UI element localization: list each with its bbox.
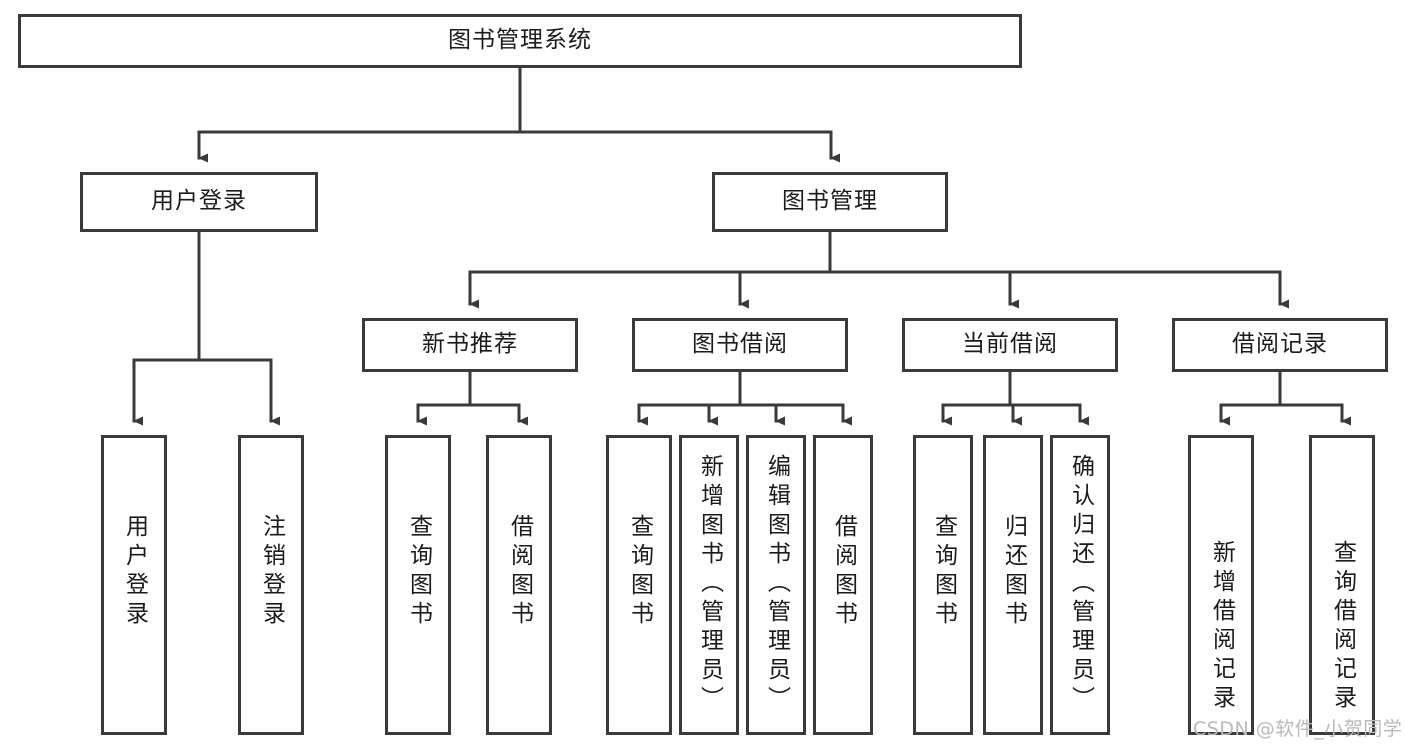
node-book-mgmt-label: 图书管理 bbox=[782, 188, 878, 215]
csdn-watermark: CSDN @软件_小贺同学 bbox=[1193, 718, 1403, 740]
leaf-add-book-label: 新增图书（管理员） bbox=[696, 454, 723, 715]
node-root-label: 图书管理系统 bbox=[448, 27, 592, 54]
leaf-add-record-label: 新增借阅记录 bbox=[1208, 540, 1235, 714]
leaf-logout[interactable]: 注销登录 bbox=[238, 435, 304, 735]
node-borrow-record[interactable]: 借阅记录 bbox=[1172, 318, 1388, 372]
leaf-add-record[interactable]: 新增借阅记录 bbox=[1188, 435, 1254, 735]
leaf-user-login[interactable]: 用户登录 bbox=[101, 435, 167, 735]
node-new-book-rec-label: 新书推荐 bbox=[422, 331, 518, 358]
leaf-query-record[interactable]: 查询借阅记录 bbox=[1309, 435, 1375, 735]
leaf-borrow-book-2-label: 借阅图书 bbox=[830, 514, 857, 630]
leaf-query-book-3[interactable]: 查询图书 bbox=[913, 435, 973, 735]
leaf-query-book-2-label: 查询图书 bbox=[626, 514, 653, 630]
node-current-borrow[interactable]: 当前借阅 bbox=[902, 318, 1118, 372]
node-book-mgmt[interactable]: 图书管理 bbox=[712, 172, 948, 232]
node-root[interactable]: 图书管理系统 bbox=[18, 14, 1022, 68]
node-new-book-rec[interactable]: 新书推荐 bbox=[362, 318, 578, 372]
node-user-login-label: 用户登录 bbox=[151, 188, 247, 215]
node-current-borrow-label: 当前借阅 bbox=[962, 331, 1058, 358]
node-book-borrow-label: 图书借阅 bbox=[692, 331, 788, 358]
leaf-confirm-return-label: 确认归还（管理员） bbox=[1067, 454, 1094, 715]
leaf-borrow-book-2[interactable]: 借阅图书 bbox=[813, 435, 873, 735]
leaf-user-login-label: 用户登录 bbox=[121, 514, 148, 630]
leaf-query-record-label: 查询借阅记录 bbox=[1329, 540, 1356, 714]
leaf-query-book-3-label: 查询图书 bbox=[930, 514, 957, 630]
node-book-borrow[interactable]: 图书借阅 bbox=[632, 318, 848, 372]
leaf-edit-book[interactable]: 编辑图书（管理员） bbox=[746, 435, 806, 735]
leaf-query-book-2[interactable]: 查询图书 bbox=[606, 435, 672, 735]
leaf-query-book-1-label: 查询图书 bbox=[405, 514, 432, 630]
leaf-borrow-book-1[interactable]: 借阅图书 bbox=[486, 435, 552, 735]
node-borrow-record-label: 借阅记录 bbox=[1232, 331, 1328, 358]
leaf-edit-book-label: 编辑图书（管理员） bbox=[763, 454, 790, 715]
leaf-return-book-label: 归还图书 bbox=[1000, 514, 1027, 630]
leaf-logout-label: 注销登录 bbox=[258, 514, 285, 630]
leaf-add-book[interactable]: 新增图书（管理员） bbox=[679, 435, 739, 735]
leaf-return-book[interactable]: 归还图书 bbox=[983, 435, 1043, 735]
node-user-login[interactable]: 用户登录 bbox=[80, 172, 318, 232]
leaf-confirm-return[interactable]: 确认归还（管理员） bbox=[1050, 435, 1110, 735]
leaf-query-book-1[interactable]: 查询图书 bbox=[385, 435, 451, 735]
leaf-borrow-book-1-label: 借阅图书 bbox=[506, 514, 533, 630]
